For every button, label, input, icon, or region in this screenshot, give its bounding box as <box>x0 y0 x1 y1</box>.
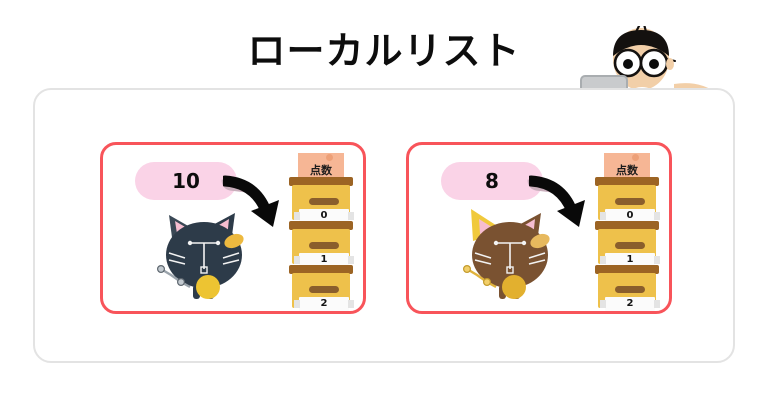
drawer-handle-icon <box>615 241 645 249</box>
curved-arrow-icon <box>525 173 601 235</box>
drawer-label: 1 <box>600 252 660 267</box>
drawer-stack-tag: 点数 <box>604 152 650 179</box>
drawer-label: 1 <box>294 252 354 267</box>
drawer-stack-tag-label: 点数 <box>616 163 638 177</box>
drawer-item[interactable]: 0 <box>289 176 354 223</box>
local-list-panel: 10 <box>33 88 735 363</box>
drawer-body: 1 <box>292 228 354 267</box>
score-bubble: 8 <box>441 161 543 200</box>
drawer-list: 0 1 <box>595 176 660 311</box>
drawer-index-value: 0 <box>626 209 634 221</box>
drawer-label: 2 <box>600 296 660 311</box>
drawer-handle-icon <box>615 197 645 205</box>
page-title: ローカルリスト <box>247 29 521 73</box>
drawer-top <box>289 176 353 186</box>
drawer-index-value: 1 <box>626 253 634 265</box>
drawer-body: 1 <box>598 228 660 267</box>
drawer-handle-icon <box>309 285 339 293</box>
drawer-top <box>595 176 659 186</box>
drawer-stack-tag-label: 点数 <box>310 163 332 177</box>
drawer-index-value: 0 <box>320 209 328 221</box>
drawer-index-value: 2 <box>626 297 634 309</box>
drawer-index-value: 2 <box>320 297 328 309</box>
drawer-item[interactable]: 2 <box>595 264 660 311</box>
score-bubble-value: 10 <box>172 168 200 193</box>
score-bubble: 10 <box>135 161 237 200</box>
black-cat-icon <box>151 197 267 315</box>
drawer-top <box>595 264 659 274</box>
brown-cat-icon <box>457 197 573 315</box>
drawer-stack-tag: 点数 <box>298 152 344 179</box>
score-card[interactable]: 10 <box>100 141 366 315</box>
drawer-stack[interactable]: 点数 0 <box>595 152 660 313</box>
drawer-label: 0 <box>600 208 660 223</box>
drawer-handle-icon <box>309 197 339 205</box>
drawer-label: 0 <box>294 208 354 223</box>
drawer-top <box>289 264 353 274</box>
drawer-stack[interactable]: 点数 0 <box>289 152 354 313</box>
drawer-list: 0 1 <box>289 176 354 311</box>
score-cards-row: 10 <box>35 90 737 365</box>
drawer-body: 0 <box>292 184 354 223</box>
drawer-handle-icon <box>309 241 339 249</box>
drawer-top <box>595 220 659 230</box>
drawer-body: 2 <box>598 272 660 311</box>
drawer-top <box>289 220 353 230</box>
drawer-body: 0 <box>598 184 660 223</box>
drawer-item[interactable]: 2 <box>289 264 354 311</box>
curved-arrow-icon <box>219 173 295 235</box>
drawer-index-value: 1 <box>320 253 328 265</box>
score-card[interactable]: 8 <box>406 141 672 315</box>
drawer-item[interactable]: 1 <box>289 220 354 267</box>
drawer-label: 2 <box>294 296 354 311</box>
drawer-handle-icon <box>615 285 645 293</box>
pin-icon <box>326 153 333 161</box>
drawer-body: 2 <box>292 272 354 311</box>
score-bubble-value: 8 <box>485 168 499 193</box>
pin-icon <box>632 153 639 161</box>
drawer-item[interactable]: 0 <box>595 176 660 223</box>
drawer-item[interactable]: 1 <box>595 220 660 267</box>
